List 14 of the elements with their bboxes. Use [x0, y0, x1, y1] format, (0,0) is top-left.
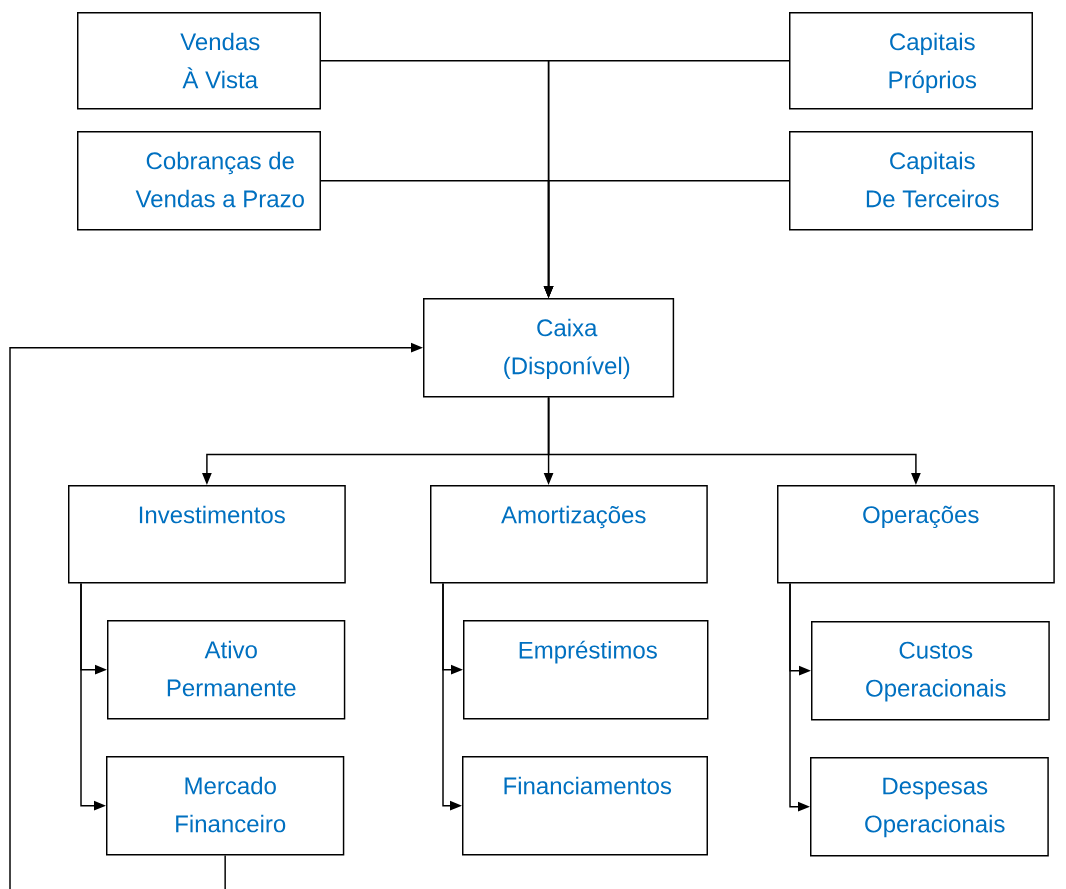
process-box: Financiamentos	[462, 756, 708, 856]
process-box: Despesas Operacionais	[810, 757, 1049, 857]
process-box: Empréstimos	[463, 620, 709, 720]
process-box: Cobranças de Vendas a Prazo	[77, 131, 321, 231]
process-box: Amortizações	[430, 485, 708, 584]
process-box: Capitais Próprios	[789, 12, 1033, 110]
process-box: Vendas À Vista	[77, 12, 321, 110]
process-box: Operações	[777, 485, 1055, 584]
process-box: Mercado Financeiro	[106, 756, 345, 856]
process-box: Capitais De Terceiros	[789, 131, 1033, 231]
process-box: Ativo Permanente	[107, 620, 346, 720]
process-box: Caixa (Disponível)	[423, 298, 675, 398]
process-box: Investimentos	[68, 485, 346, 584]
process-box: Custos Operacionais	[811, 621, 1050, 721]
